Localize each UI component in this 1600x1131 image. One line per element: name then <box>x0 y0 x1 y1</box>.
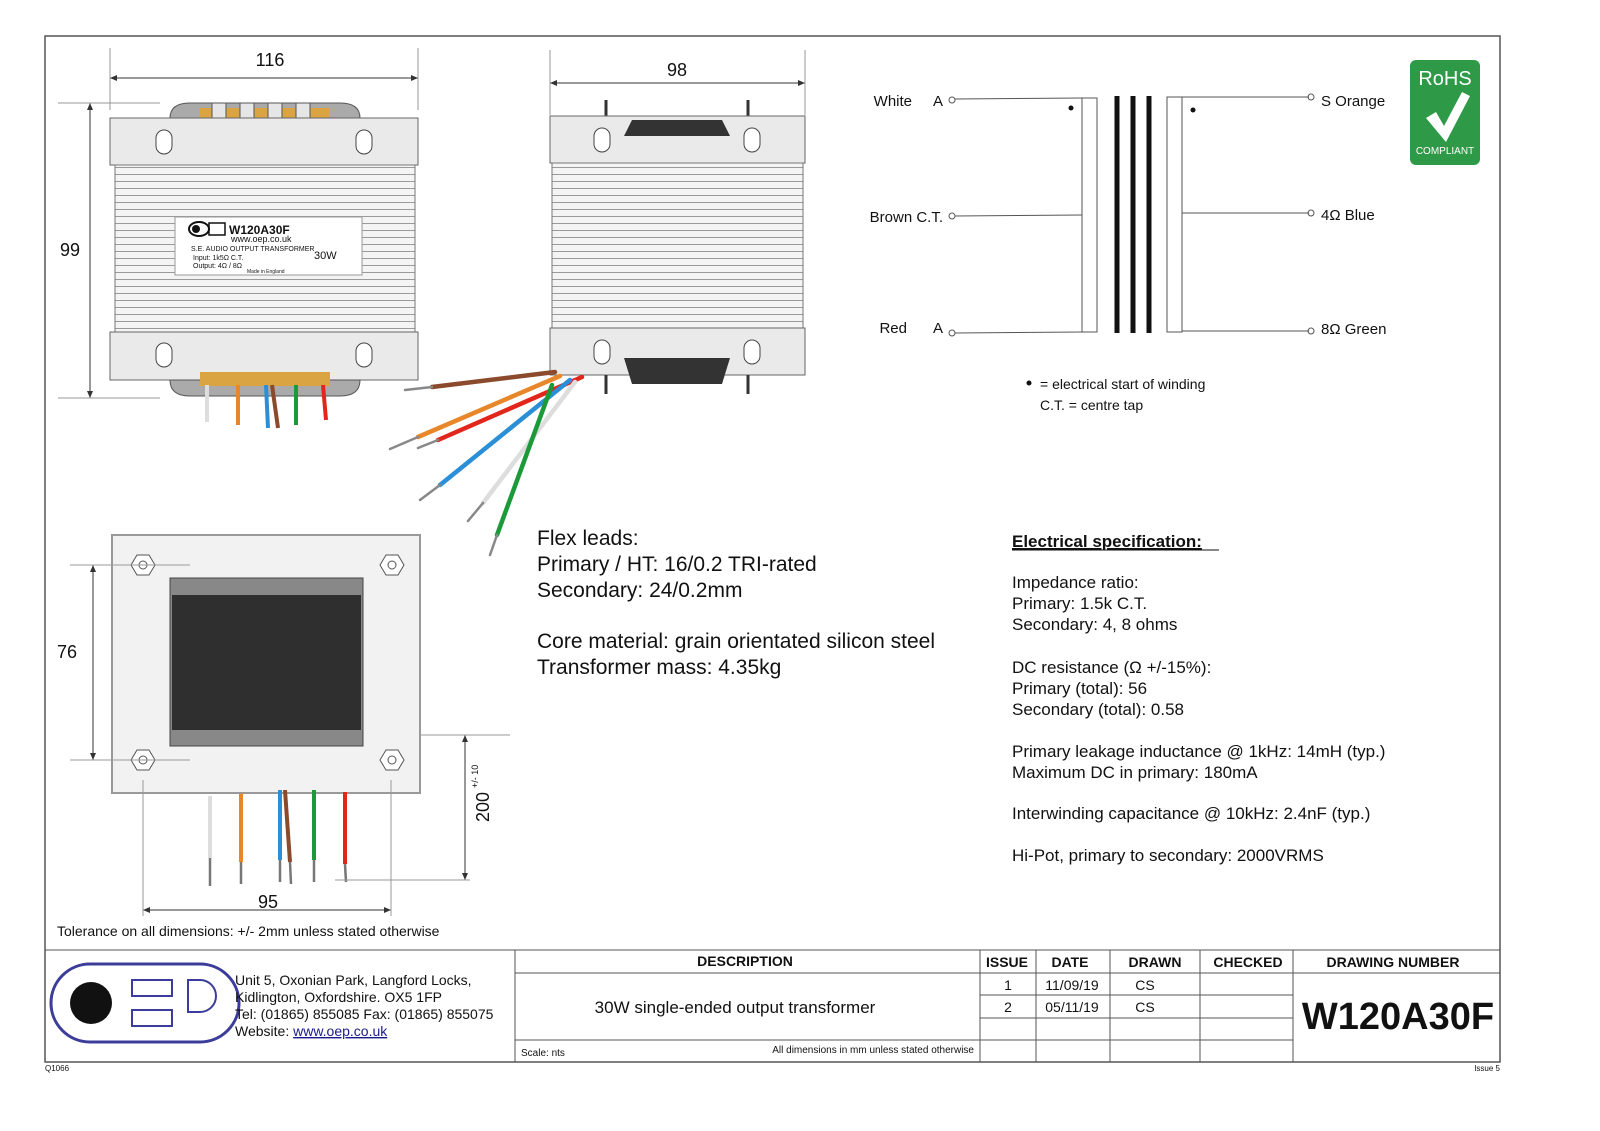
base-view: 76 95 200 +/- 10 <box>57 534 510 916</box>
dim-height-front: 99 <box>60 240 80 260</box>
spec-line: Hi-Pot, primary to secondary: 2000VRMS <box>1012 846 1324 865</box>
side-view: 98 <box>388 50 806 557</box>
note-line: Secondary: 24/0.2mm <box>537 579 742 602</box>
spec-line: Impedance ratio: <box>1012 573 1139 592</box>
nameplate-website: www.oep.co.uk <box>230 234 292 244</box>
dim-lead-tolerance: +/- 10 <box>470 765 480 788</box>
address-line: Unit 5, Oxonian Park, Langford Locks, <box>235 972 472 988</box>
rohs-title: RoHS <box>1418 68 1471 90</box>
spec-line: Interwinding capacitance @ 10kHz: 2.4nF … <box>1012 804 1370 823</box>
flex-leads-notes: Flex leads: Primary / HT: 16/0.2 TRI-rat… <box>537 527 935 679</box>
rohs-badge: RoHS COMPLIANT <box>1410 60 1480 165</box>
cell-issue: 2 <box>1004 999 1012 1015</box>
nameplate-part: W120A30F <box>229 223 290 237</box>
dim-lead-length: 200 <box>473 792 493 822</box>
issue-row: 2 05/11/19 CS <box>1004 999 1155 1015</box>
front-view: 116 99 W120A30F www.oep.co.uk <box>58 48 419 429</box>
lead-label-blue: 4Ω Blue <box>1321 207 1375 224</box>
lead-tag: A <box>933 320 943 337</box>
schematic: White A Brown C.T. Red A S Orange 4Ω Blu… <box>870 93 1387 413</box>
nameplate-input: Input: 1k5Ω C.T. <box>193 255 243 262</box>
spec-line: DC resistance (Ω +/-15%): <box>1012 658 1211 677</box>
svg-text:Website: www.oep.co.uk: Website: www.oep.co.uk <box>235 1023 388 1039</box>
cell-date: 05/11/19 <box>1045 999 1099 1015</box>
header-checked: CHECKED <box>1213 954 1282 970</box>
description-header: DESCRIPTION <box>697 953 793 969</box>
spec-line: Primary leakage inductance @ 1kHz: 14mH … <box>1012 742 1385 761</box>
rohs-subtitle: COMPLIANT <box>1416 146 1474 157</box>
electrical-specification: Electrical specification: Impedance rati… <box>1012 532 1385 865</box>
nameplate-made-in: Made in England <box>247 269 285 275</box>
address-line: Kidlington, Oxfordshire. OX5 1FP <box>235 989 442 1005</box>
dim-width-front: 116 <box>256 50 285 70</box>
lead-label-orange: S Orange <box>1321 93 1385 110</box>
legend-ct: C.T. = centre tap <box>1040 397 1143 413</box>
scale: Scale: nts <box>521 1048 565 1059</box>
checkmark-icon <box>1426 92 1470 142</box>
website-label: Website: <box>235 1023 293 1039</box>
note-line: Transformer mass: 4.35kg <box>537 656 781 679</box>
cell-date: 11/09/19 <box>1045 977 1099 993</box>
header-drawing-number: DRAWING NUMBER <box>1327 954 1460 970</box>
dim-depth-side: 98 <box>667 60 687 80</box>
header-drawn: DRAWN <box>1129 954 1182 970</box>
website-link[interactable]: www.oep.co.uk <box>292 1023 388 1039</box>
lead-label-red: Red <box>879 320 907 337</box>
title-block: Unit 5, Oxonian Park, Langford Locks, Ki… <box>45 949 1501 1073</box>
dim-width-base: 95 <box>258 892 278 912</box>
lead-label-green: 8Ω Green <box>1321 321 1386 338</box>
drawing-frame <box>44 35 1501 1063</box>
dim-depth-base: 76 <box>57 642 77 662</box>
spec-line: Secondary (total): 0.58 <box>1012 700 1184 719</box>
lead-tag: A <box>933 93 943 110</box>
header-issue: ISSUE <box>986 954 1028 970</box>
description: 30W single-ended output transformer <box>595 998 876 1017</box>
cell-drawn: CS <box>1135 977 1154 993</box>
legend-dot: = electrical start of winding <box>1040 376 1205 392</box>
spec-line: Secondary: 4, 8 ohms <box>1012 615 1177 634</box>
spec-line: Primary: 1.5k C.T. <box>1012 594 1147 613</box>
oep-logo <box>49 962 241 1044</box>
spec-line: Primary (total): 56 <box>1012 679 1147 698</box>
drawing-number: W120A30F <box>1302 996 1494 1038</box>
cell-drawn: CS <box>1135 999 1154 1015</box>
lead-label-brown: Brown C.T. <box>870 209 943 226</box>
note-line: Flex leads: <box>537 527 639 550</box>
nameplate-power: 30W <box>314 250 337 262</box>
units-note: All dimensions in mm unless stated other… <box>772 1045 974 1056</box>
header-date: DATE <box>1051 954 1088 970</box>
issue-row: 1 11/09/19 CS <box>1004 977 1155 993</box>
spec-line: Maximum DC in primary: 180mA <box>1012 763 1258 782</box>
spec-heading: Electrical specification: <box>1012 532 1202 551</box>
address-line: Tel: (01865) 855085 Fax: (01865) 855075 <box>235 1006 494 1022</box>
lead-label-white: White <box>874 93 912 110</box>
cell-issue: 1 <box>1004 977 1012 993</box>
note-line: Core material: grain orientated silicon … <box>537 630 935 653</box>
tolerance-note: Tolerance on all dimensions: +/- 2mm unl… <box>57 923 440 939</box>
nameplate-output: Output: 4Ω / 8Ω <box>193 263 242 270</box>
sheet-issue: Issue 5 <box>1474 1064 1500 1073</box>
nameplate-type: S.E. AUDIO OUTPUT TRANSFORMER <box>191 246 314 253</box>
form-ref: Q1066 <box>45 1064 70 1073</box>
note-line: Primary / HT: 16/0.2 TRI-rated <box>537 553 817 576</box>
nameplate: W120A30F www.oep.co.uk S.E. AUDIO OUTPUT… <box>174 216 363 276</box>
winding-dot-icon <box>1026 380 1032 386</box>
flex-leads <box>388 369 585 557</box>
